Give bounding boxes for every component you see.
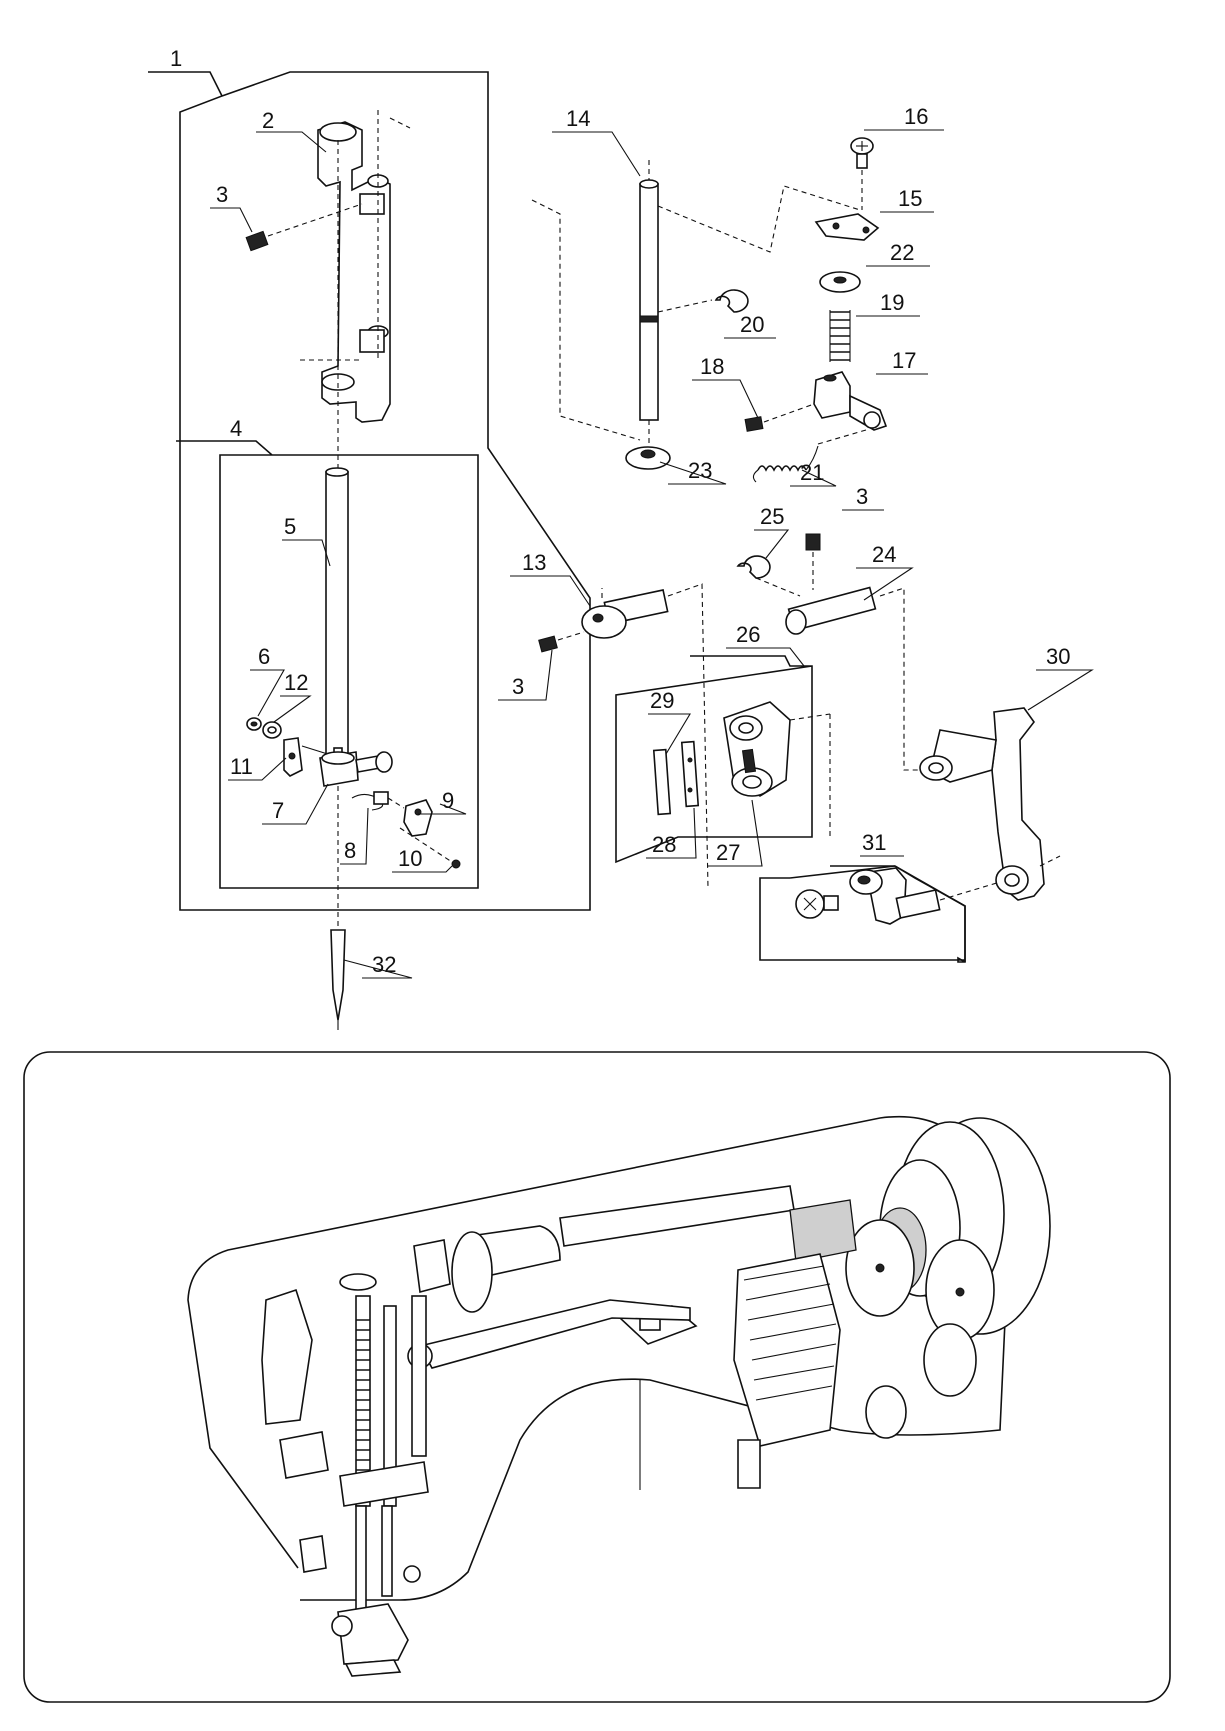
label-part-10: 10 <box>398 846 422 871</box>
assembly-bracket-31 <box>759 865 966 963</box>
label-part-31: 31 <box>862 830 886 855</box>
part-29-shim <box>652 748 672 816</box>
part-19-spring <box>829 310 851 362</box>
assembly-bracket-1 <box>148 71 591 911</box>
part-24-pin <box>785 586 924 771</box>
inset-handwheel-gears <box>845 1117 1051 1439</box>
label-part-6: 6 <box>258 644 270 669</box>
part-11-thread-guide <box>283 737 335 777</box>
label-part-16: 16 <box>904 104 928 129</box>
part-28-shim <box>680 740 700 808</box>
part-13-crank-shaft <box>581 583 709 889</box>
label-part-24: 24 <box>872 542 896 567</box>
assembly-bracket-26 <box>615 655 813 864</box>
inset-frame <box>23 1051 1171 1703</box>
label-part-18: 18 <box>700 354 724 379</box>
part-30-lever <box>919 707 1061 901</box>
label-part-26: 26 <box>736 622 760 647</box>
machine-overview-inset <box>23 1051 1171 1703</box>
label-part-9: 9 <box>442 788 454 813</box>
label-part-8: 8 <box>344 838 356 863</box>
label-part-5: 5 <box>284 514 296 539</box>
label-part-25: 25 <box>760 504 784 529</box>
label-part-22: 22 <box>890 240 914 265</box>
part-8-thread-guide-wire <box>351 791 389 811</box>
part-25-e-ring <box>736 555 801 597</box>
part-9-plate <box>387 797 433 837</box>
part-16-screw <box>850 137 874 210</box>
label-part-3a: 3 <box>216 182 228 207</box>
label-part-13: 13 <box>522 550 546 575</box>
label-part-23: 23 <box>688 458 712 483</box>
label-part-17: 17 <box>892 348 916 373</box>
label-part-1: 1 <box>170 46 182 71</box>
part-20-e-ring <box>657 289 749 313</box>
label-part-21: 21 <box>800 460 824 485</box>
part-18-set-screw <box>744 403 815 432</box>
part-6-washer <box>246 717 262 731</box>
inset-drive-block <box>618 1199 857 1489</box>
part-10-screw <box>399 827 461 869</box>
part-31-crank-arm <box>795 867 1001 925</box>
label-part-2: 2 <box>262 108 274 133</box>
inset-needle-mechanism <box>261 1239 451 1677</box>
part-22-tension-disc <box>819 271 861 293</box>
part-7-needle-clamp <box>319 751 393 787</box>
label-part-4: 4 <box>230 416 242 441</box>
leader-lines <box>148 71 1094 979</box>
label-part-7: 7 <box>272 798 284 823</box>
part-number-labels: 1 2 3 4 5 6 12 11 7 8 9 10 32 14 16 15 2… <box>170 46 1070 977</box>
part-27-connecting-link <box>723 701 831 840</box>
part-15-thread-guide-plate <box>814 213 880 241</box>
label-part-11: 11 <box>230 754 253 779</box>
label-part-32: 32 <box>372 952 396 977</box>
part-23-washer <box>625 446 671 470</box>
part-12-o-ring <box>262 721 282 739</box>
label-part-15: 15 <box>898 186 922 211</box>
label-part-19: 19 <box>880 290 904 315</box>
label-part-30: 30 <box>1046 644 1070 669</box>
label-part-29: 29 <box>650 688 674 713</box>
label-part-12: 12 <box>284 670 308 695</box>
part-5-needle-bar <box>325 467 349 765</box>
label-part-27: 27 <box>716 840 740 865</box>
label-part-3b: 3 <box>512 674 524 699</box>
part-3-set-screw-b <box>538 631 585 653</box>
label-part-20: 20 <box>740 312 764 337</box>
part-3-set-screw-a <box>245 203 363 252</box>
part-2-needle-bar-frame <box>300 110 411 470</box>
part-3-set-screw-c <box>805 533 821 590</box>
part-21-tension-spring <box>752 429 867 483</box>
label-part-3c: 3 <box>856 484 868 509</box>
label-part-14: 14 <box>566 106 590 131</box>
label-part-28: 28 <box>652 832 676 857</box>
part-14-presser-bar <box>531 160 861 444</box>
machine-arm-housing <box>187 1115 1011 1601</box>
part-17-presser-bar-guide <box>813 371 888 431</box>
part-32-needle <box>330 786 346 1030</box>
